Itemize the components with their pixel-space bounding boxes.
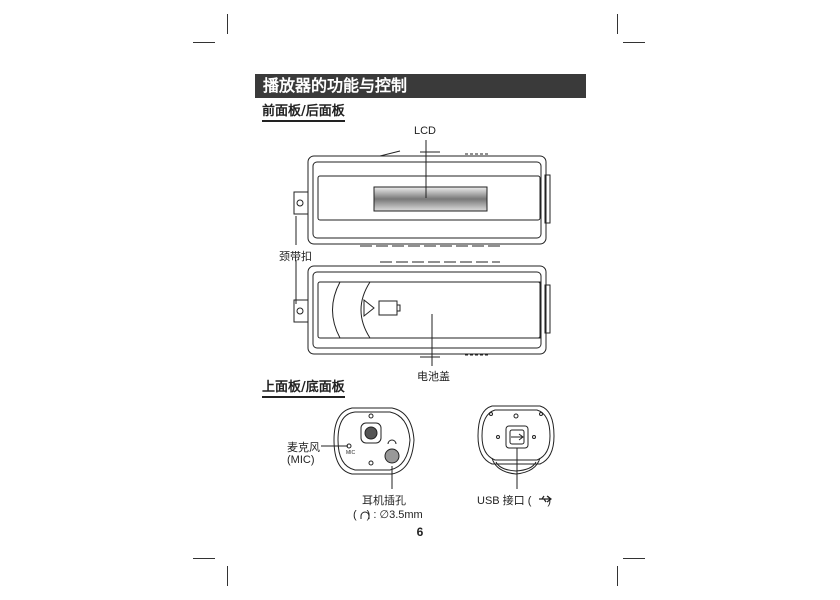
mic-label: 麦克风 (287, 441, 320, 454)
page-number: 6 (416, 525, 424, 539)
top-panel-drawing (333, 407, 415, 475)
crop-mark (227, 14, 228, 34)
headphone-icon (360, 511, 370, 519)
earphone-spec-label: () : ∅3.5mm (353, 509, 423, 521)
crop-mark (617, 14, 618, 34)
crop-mark (227, 566, 228, 586)
neck-strap-label: 颈带扣 (279, 250, 312, 263)
crop-mark (617, 566, 618, 586)
crop-mark (623, 558, 645, 559)
usb-port-label: USB 接口 () (477, 495, 552, 507)
usb-icon (539, 495, 552, 503)
lcd-label: LCD (414, 125, 437, 137)
mic-paren-label: (MIC) (287, 454, 315, 466)
front-panel-drawing (293, 150, 551, 247)
bottom-panel-drawing (477, 405, 555, 475)
mic-small-label: MIC (346, 450, 356, 456)
section-heading-front-back: 前面板/后面板 (262, 104, 345, 122)
earphone-jack-label: 耳机插孔 (362, 494, 406, 507)
crop-mark (193, 558, 215, 559)
section-heading-top-bottom: 上面板/底面板 (262, 380, 345, 398)
crop-mark (623, 42, 645, 43)
crop-mark (193, 42, 215, 43)
battery-cover-label: 电池盖 (417, 370, 450, 383)
back-panel-drawing (293, 261, 551, 358)
page-title: 播放器的功能与控制 (255, 74, 586, 98)
